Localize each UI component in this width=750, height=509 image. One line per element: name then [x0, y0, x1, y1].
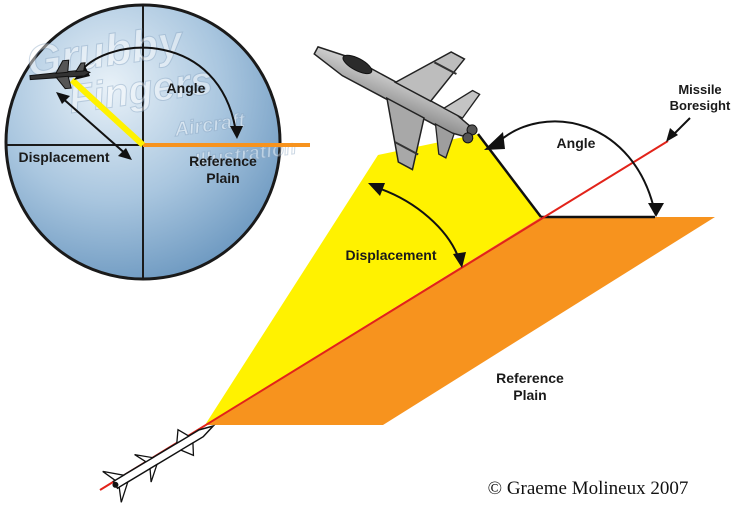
fighter-jet-icon [313, 45, 481, 171]
inset-reference-label-line1: Reference [189, 153, 257, 169]
inset-angle-arrowhead-bottom [230, 126, 243, 139]
missile-boresight-label-line1: Missile [678, 82, 721, 97]
main-displacement-label: Displacement [345, 247, 436, 263]
missile-icon [102, 424, 216, 503]
inset-displacement-arrowhead-bottom [118, 148, 132, 160]
radar-scope-icon: Grubby Fingers Aircraft Illustration Ang… [4, 3, 310, 281]
copyright-text: © Graeme Molineux 2007 [488, 478, 689, 499]
main-angle-arrowhead-bottom [648, 203, 664, 217]
inset-reference-label-line2: Plain [206, 170, 239, 186]
main-angle-label: Angle [557, 135, 596, 151]
inset-angle-arc [79, 46, 237, 133]
inset-jet-icon [29, 59, 91, 90]
main-reference-label-line1: Reference [496, 370, 564, 386]
inset-angle-label: Angle [167, 80, 206, 96]
inset-displacement-label: Displacement [18, 149, 109, 165]
main-angle-arc [496, 120, 656, 214]
displacement-plane [205, 134, 541, 425]
main-angle-arrowhead-top [484, 132, 505, 150]
main-displacement-arrowhead-bottom [453, 252, 466, 268]
boresight-pointer-arrowhead [666, 128, 678, 142]
reference-plane [205, 217, 715, 425]
inset-boresight-line [69, 77, 146, 148]
inset-displacement-arrowhead-top [56, 92, 70, 104]
inset-displacement-line [59, 95, 129, 157]
main-reference-label-line2: Plain [513, 387, 546, 403]
main-displacement-arrowhead-top [368, 183, 385, 196]
main-displacement-arc [374, 186, 461, 263]
missile-boresight-label-line2: Boresight [670, 98, 731, 113]
